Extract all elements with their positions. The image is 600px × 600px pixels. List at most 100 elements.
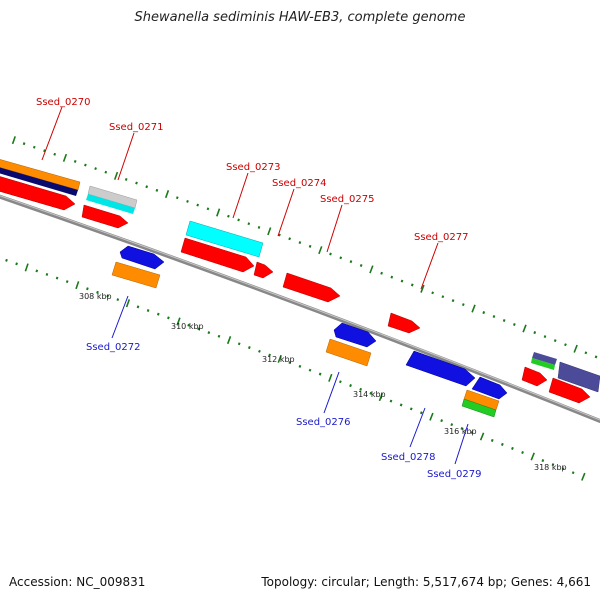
leader-0276 bbox=[323, 371, 340, 414]
minor-tick bbox=[584, 351, 588, 355]
gene-label-0271: Ssed_0271 bbox=[109, 122, 164, 133]
minor-tick bbox=[43, 149, 46, 153]
major-tick bbox=[24, 263, 29, 272]
gene-feature-red-0281[interactable] bbox=[548, 377, 591, 404]
gene-feature-green-0280[interactable] bbox=[531, 358, 555, 370]
minor-tick bbox=[187, 323, 190, 327]
map-title: Shewanella sediminis HAW-EB3, complete g… bbox=[134, 10, 466, 25]
minor-tick bbox=[349, 384, 352, 388]
tick-labels: 308 kbp 310 kbp 312 kbp 314 kbp 316 kbp … bbox=[79, 292, 567, 472]
minor-tick bbox=[419, 411, 423, 415]
major-tick bbox=[429, 412, 434, 421]
leader-0271 bbox=[117, 132, 135, 181]
gene-feature-green-small[interactable] bbox=[532, 352, 557, 365]
minor-tick bbox=[410, 283, 414, 287]
minor-tick bbox=[53, 152, 57, 156]
minor-tick bbox=[298, 364, 302, 368]
minor-tick bbox=[329, 252, 332, 256]
gene-feature-blue-0276[interactable] bbox=[333, 322, 377, 348]
major-tick bbox=[471, 304, 476, 313]
major-tick bbox=[318, 246, 323, 255]
major-tick bbox=[530, 452, 535, 461]
gene-feature-cyan-0271[interactable] bbox=[86, 194, 135, 214]
minor-tick bbox=[564, 343, 567, 347]
gene-label-0270: Ssed_0270 bbox=[36, 97, 91, 108]
gene-labels-bottom: Ssed_0272 Ssed_0276 Ssed_0278 Ssed_0279 bbox=[86, 342, 482, 480]
major-tick bbox=[226, 336, 232, 345]
tick-label-314: 314 kbp bbox=[353, 390, 386, 399]
minor-tick bbox=[521, 451, 524, 454]
minor-tick bbox=[196, 203, 200, 207]
gene-feature-green-0279[interactable] bbox=[461, 398, 497, 418]
minor-tick bbox=[65, 280, 69, 284]
minor-tick bbox=[32, 145, 36, 149]
gene-feature-red-0274[interactable] bbox=[253, 261, 274, 279]
minor-tick bbox=[512, 323, 516, 326]
gene-feature-red-0275[interactable] bbox=[282, 272, 341, 303]
major-tick bbox=[11, 136, 16, 145]
gene-feature-slate[interactable] bbox=[557, 361, 600, 393]
minor-tick bbox=[155, 188, 159, 192]
major-tick bbox=[522, 324, 527, 333]
minor-tick bbox=[400, 279, 404, 283]
genome-backbone-highlight bbox=[0, 195, 600, 421]
minor-tick bbox=[561, 467, 565, 471]
leader-0275 bbox=[326, 204, 343, 253]
minor-tick bbox=[490, 438, 494, 442]
minor-tick bbox=[146, 309, 150, 312]
gene-feature-red-0273[interactable] bbox=[180, 237, 255, 273]
minor-tick bbox=[258, 349, 261, 353]
feature-row-upper-1 bbox=[0, 159, 600, 393]
minor-tick bbox=[511, 446, 514, 450]
minor-tick bbox=[571, 471, 575, 475]
minor-tick bbox=[136, 305, 140, 309]
minor-tick bbox=[237, 342, 241, 346]
minor-tick bbox=[167, 316, 170, 320]
minor-tick bbox=[207, 331, 211, 335]
minor-tick bbox=[73, 159, 77, 163]
minor-tick bbox=[35, 269, 39, 273]
gene-feature-blue-0278[interactable] bbox=[405, 350, 476, 387]
minor-tick bbox=[217, 334, 221, 338]
gene-feature-red-0270[interactable] bbox=[0, 175, 76, 211]
minor-tick bbox=[482, 311, 486, 315]
major-tick bbox=[62, 153, 68, 162]
minor-tick bbox=[104, 170, 108, 174]
minor-tick bbox=[450, 423, 454, 427]
genome-backbone bbox=[0, 194, 600, 424]
minor-tick bbox=[541, 459, 545, 463]
gene-feature-red-0280[interactable] bbox=[521, 366, 548, 387]
gene-feature-red-0277[interactable] bbox=[387, 312, 421, 334]
minor-tick bbox=[288, 361, 292, 365]
leader-0270 bbox=[41, 106, 63, 161]
minor-tick bbox=[533, 331, 537, 335]
minor-tick bbox=[247, 222, 251, 226]
minor-tick bbox=[594, 355, 598, 359]
gene-feature-blue-0272[interactable] bbox=[119, 245, 165, 270]
minor-tick bbox=[145, 185, 149, 189]
gene-feature-navy-0270[interactable] bbox=[0, 166, 78, 196]
gene-feature-orange-0276[interactable] bbox=[325, 338, 372, 367]
minor-tick bbox=[15, 262, 18, 266]
minor-tick bbox=[96, 290, 99, 294]
minor-tick bbox=[227, 214, 230, 218]
major-tick bbox=[420, 284, 425, 293]
major-tick bbox=[267, 227, 272, 236]
gene-feature-red-0271[interactable] bbox=[81, 204, 129, 229]
leader-0272 bbox=[111, 295, 129, 339]
gene-feature-orange-0272[interactable] bbox=[111, 261, 161, 289]
gene-label-0272: Ssed_0272 bbox=[86, 342, 141, 353]
minor-tick bbox=[399, 403, 403, 407]
minor-tick bbox=[197, 327, 201, 331]
minor-tick bbox=[237, 218, 240, 222]
minor-tick bbox=[339, 256, 343, 260]
gene-feature-blue-0279[interactable] bbox=[471, 376, 508, 400]
leader-0277 bbox=[420, 242, 439, 290]
minor-tick bbox=[349, 260, 353, 264]
minor-tick bbox=[380, 271, 383, 275]
gene-feature-cyan-0273[interactable] bbox=[185, 220, 264, 258]
gene-label-0274: Ssed_0274 bbox=[272, 178, 327, 189]
minor-tick bbox=[116, 298, 120, 302]
minor-tick bbox=[308, 244, 312, 248]
